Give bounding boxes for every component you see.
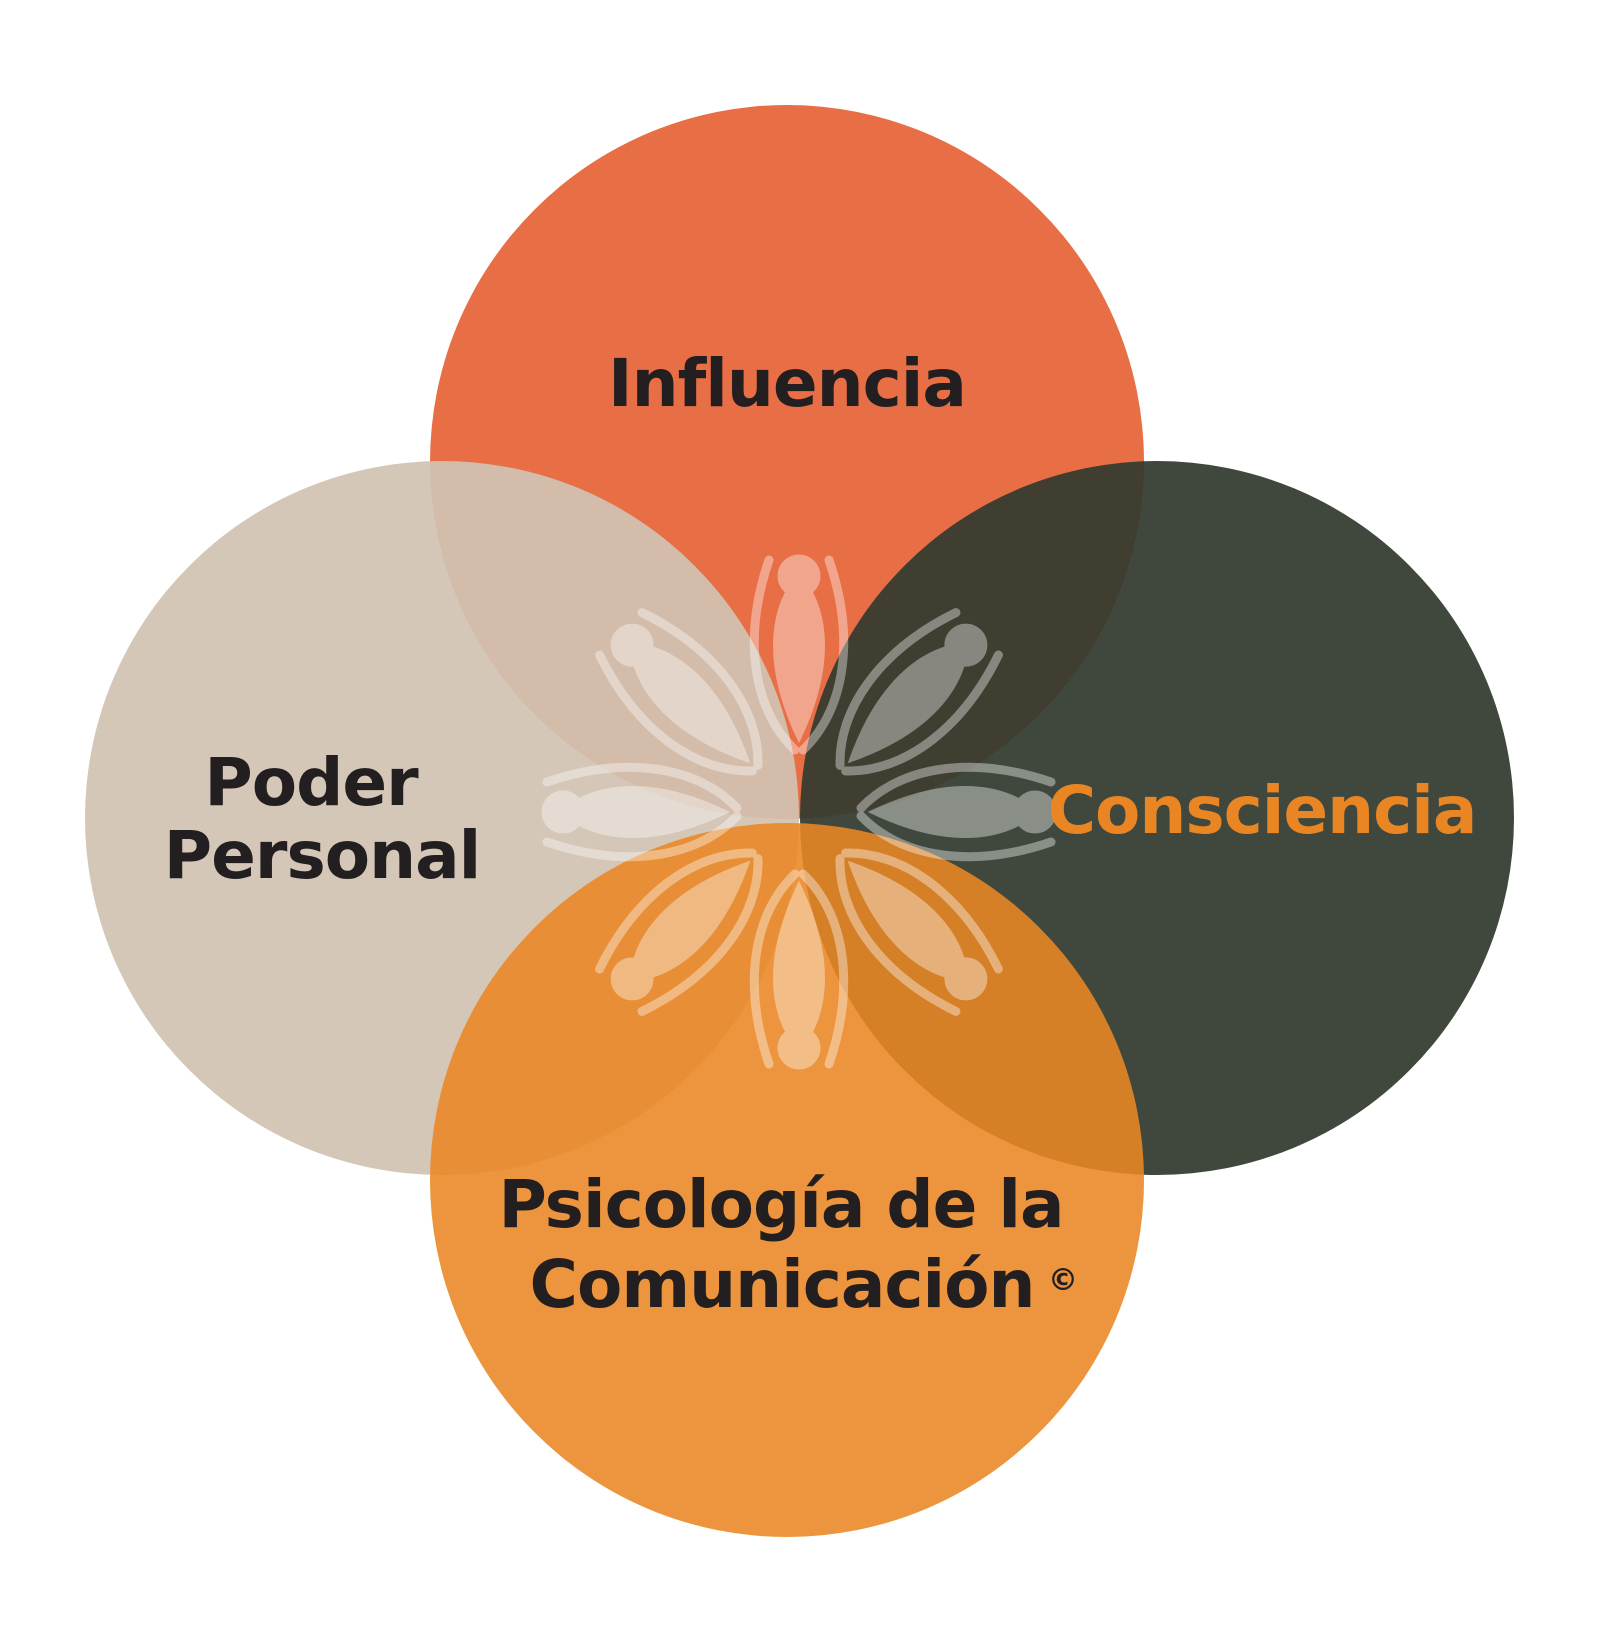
copyright-mark: © <box>1048 1263 1077 1298</box>
label-psicologia-line-2: Comunicación <box>530 1246 1035 1323</box>
label-psicologia-line-1: Psicología de la <box>498 1166 1063 1243</box>
label-poder-line-1: Poder <box>204 744 419 821</box>
label-consciencia: Consciencia <box>1048 772 1477 849</box>
label-psicologia-comunicacion: Psicología de la Comunicación <box>498 1166 1085 1323</box>
label-influencia: Influencia <box>608 345 966 422</box>
circle-psicologia-comunicacion <box>430 823 1144 1537</box>
label-poder-line-2: Personal <box>164 817 480 894</box>
label-poder-personal: Poder Personal <box>164 744 480 894</box>
